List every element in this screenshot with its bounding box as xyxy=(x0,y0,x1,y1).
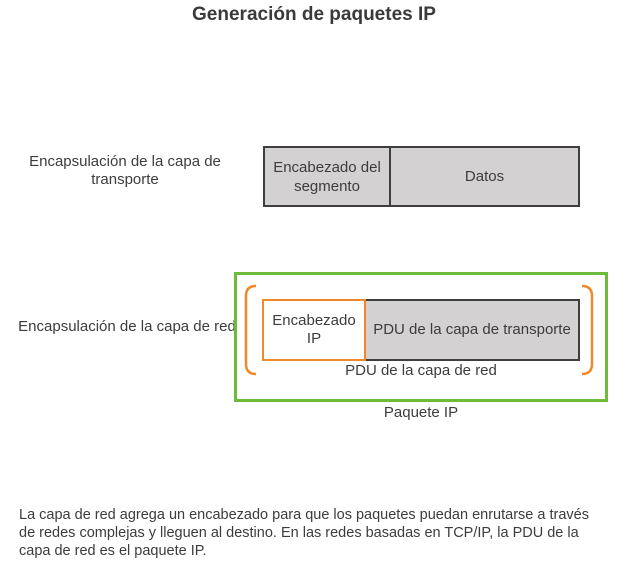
data-box: Datos xyxy=(464,168,505,185)
transport-pdu-box: PDU de la capa de transporte xyxy=(373,321,571,338)
network-pdu-label: PDU de la capa de red xyxy=(345,362,497,379)
segment-header-box: Encabezado del segmento xyxy=(265,148,391,205)
ip-packet-label: Paquete IP xyxy=(383,404,459,421)
ip-header-box: Encabezado IP xyxy=(262,299,366,361)
left-bracket-icon xyxy=(244,284,257,376)
ip-packet-border xyxy=(234,272,608,402)
transport-encapsulation-label: Encapsulación de la capa de transporte xyxy=(29,153,221,188)
network-encapsulation-label: Encapsulación de la capa de red xyxy=(18,318,236,335)
right-bracket-icon xyxy=(581,284,594,376)
diagram-title: Generación de paquetes IP xyxy=(192,4,436,25)
description-text: La capa de red agrega un encabezado para… xyxy=(19,507,589,559)
transport-segment: Encabezado del segmento Datos xyxy=(263,146,580,207)
